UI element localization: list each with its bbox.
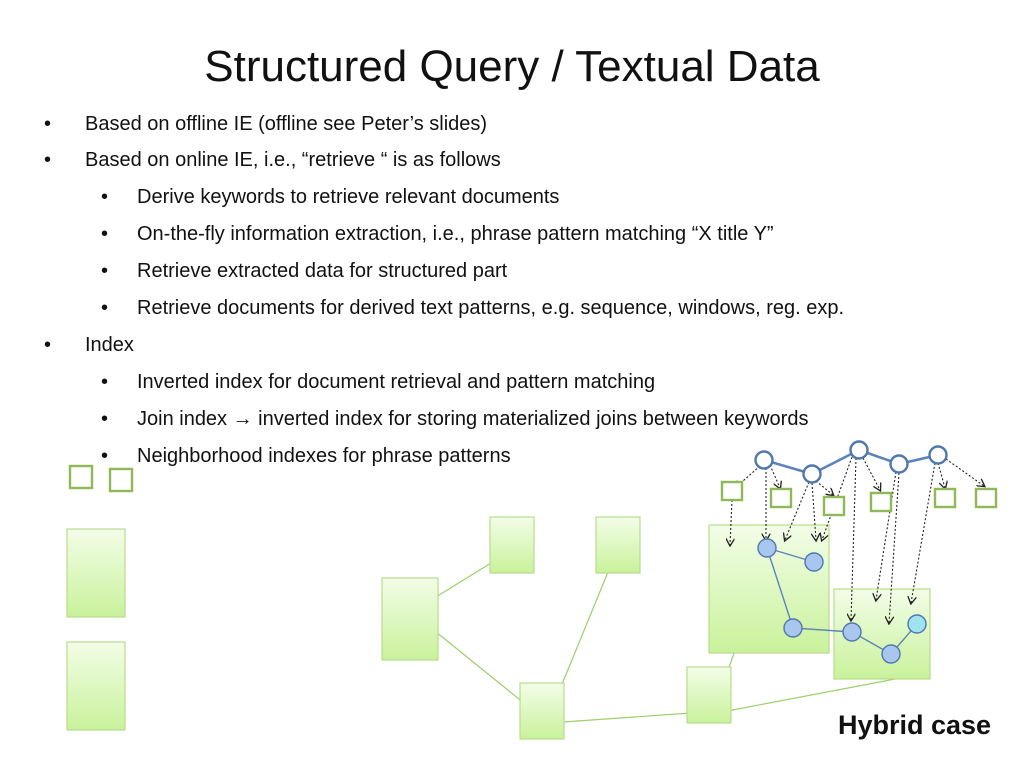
slide-title: Structured Query / Textual Data	[204, 42, 820, 91]
keyword-node	[802, 464, 822, 484]
keyword-node	[849, 440, 869, 460]
keyword-arrow	[889, 472, 900, 623]
keyword-node	[889, 454, 909, 474]
document-box	[595, 516, 641, 574]
keyword-arrow	[937, 462, 945, 488]
keyword-square	[933, 487, 957, 509]
keyword-arrow	[815, 480, 833, 495]
keyword-arrow	[862, 457, 880, 490]
keyword-square	[822, 495, 846, 517]
phrase-node	[881, 644, 901, 664]
document-box	[519, 682, 565, 740]
document-box	[686, 666, 732, 724]
keyword-arrow	[730, 499, 732, 545]
keyword-arrow	[945, 458, 984, 486]
phrase-node	[783, 618, 803, 638]
keyword-arrow	[812, 482, 816, 540]
phrase-node-highlight	[907, 614, 927, 634]
phrase-node	[804, 552, 824, 572]
keyword-square	[769, 487, 793, 509]
document-link	[548, 711, 706, 724]
keyword-square	[869, 491, 893, 513]
keyword-arrow	[785, 481, 810, 540]
keyword-node	[754, 450, 774, 470]
keyword-arrow	[769, 464, 780, 488]
document-box	[66, 528, 126, 618]
keyword-arrow	[735, 465, 761, 488]
document-box	[489, 516, 535, 574]
keyword-node	[928, 445, 948, 465]
hybrid-case-caption: Hybrid case	[838, 710, 992, 740]
keyword-arrow	[911, 462, 936, 603]
phrase-node	[842, 622, 862, 642]
document-box	[381, 577, 439, 661]
document-link	[721, 675, 912, 713]
keyword-square	[720, 480, 744, 502]
keyword-square	[974, 487, 998, 509]
keyword-arrow	[851, 457, 857, 620]
keyword-arrow	[876, 471, 897, 600]
phrase-node	[757, 538, 777, 558]
keyword-square	[68, 464, 94, 490]
keyword-square	[108, 467, 134, 493]
document-box	[66, 641, 126, 731]
